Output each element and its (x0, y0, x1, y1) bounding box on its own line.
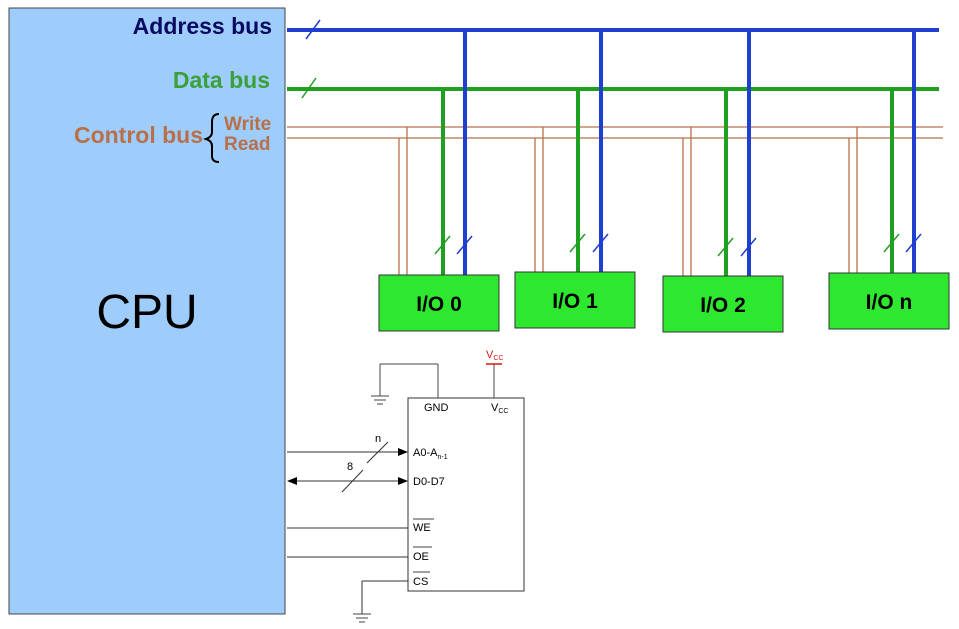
io-device-n: I/O n (828, 30, 950, 330)
address-width-slash (366, 441, 389, 464)
control-bus-label: Control bus (74, 122, 203, 148)
address-width-label: n (375, 433, 381, 445)
ion-box (828, 272, 950, 330)
cs-pin-label: CS (413, 576, 428, 588)
write-label: Write (224, 114, 271, 135)
io1-box (514, 271, 636, 329)
address-pin-label: A0-An-1 (413, 447, 448, 461)
io1-address-slash (592, 233, 609, 253)
ion-data-slash (883, 233, 900, 253)
io0-label: I/O 0 (416, 293, 462, 316)
control-bus-brace (202, 113, 220, 163)
io2-data-slash (717, 237, 734, 257)
io1-data-slash (569, 233, 586, 253)
vcc-supply-label: VCC (486, 349, 503, 362)
data-width-label: 8 (347, 461, 353, 473)
io2-address-slash (740, 237, 757, 257)
ion-address-slash (905, 233, 922, 253)
io-device-1: I/O 1 (514, 30, 636, 329)
io2-box (662, 275, 784, 333)
io0-box (378, 274, 500, 332)
data-arrowhead-left (287, 477, 297, 485)
memory-chip-box (407, 397, 525, 592)
io-device-0: I/O 0 (378, 30, 500, 332)
ion-label: I/O n (866, 291, 913, 314)
data-arrowhead-right (398, 477, 408, 485)
data-bus-label: Data bus (173, 67, 270, 93)
oe-pin-label: OE (413, 551, 429, 563)
ground-symbol-top (371, 395, 389, 405)
io2-label: I/O 2 (700, 294, 746, 317)
io0-data-slash (434, 235, 451, 255)
address-bus-label: Address bus (133, 13, 272, 39)
ground-symbol-bottom (353, 613, 371, 623)
data-width-slash (341, 469, 364, 493)
we-pin-label: WE (413, 522, 431, 534)
cpu-block (8, 7, 286, 615)
gnd-pin-label: GND (424, 402, 449, 414)
io1-label: I/O 1 (552, 290, 598, 313)
io0-address-slash (456, 235, 473, 255)
data-bus-slash (301, 77, 317, 99)
read-label: Read (224, 134, 270, 155)
io-device-2: I/O 2 (662, 30, 784, 333)
memory-chip: GND VCC VCC n A0-An-1 8 D0-D7 WE OE (287, 349, 525, 623)
address-arrowhead (398, 448, 408, 456)
data-pin-label: D0-D7 (413, 476, 445, 488)
address-bus-slash (305, 19, 321, 40)
cpu-label: CPU (96, 286, 197, 339)
vcc-pin-label: VCC (491, 402, 508, 415)
